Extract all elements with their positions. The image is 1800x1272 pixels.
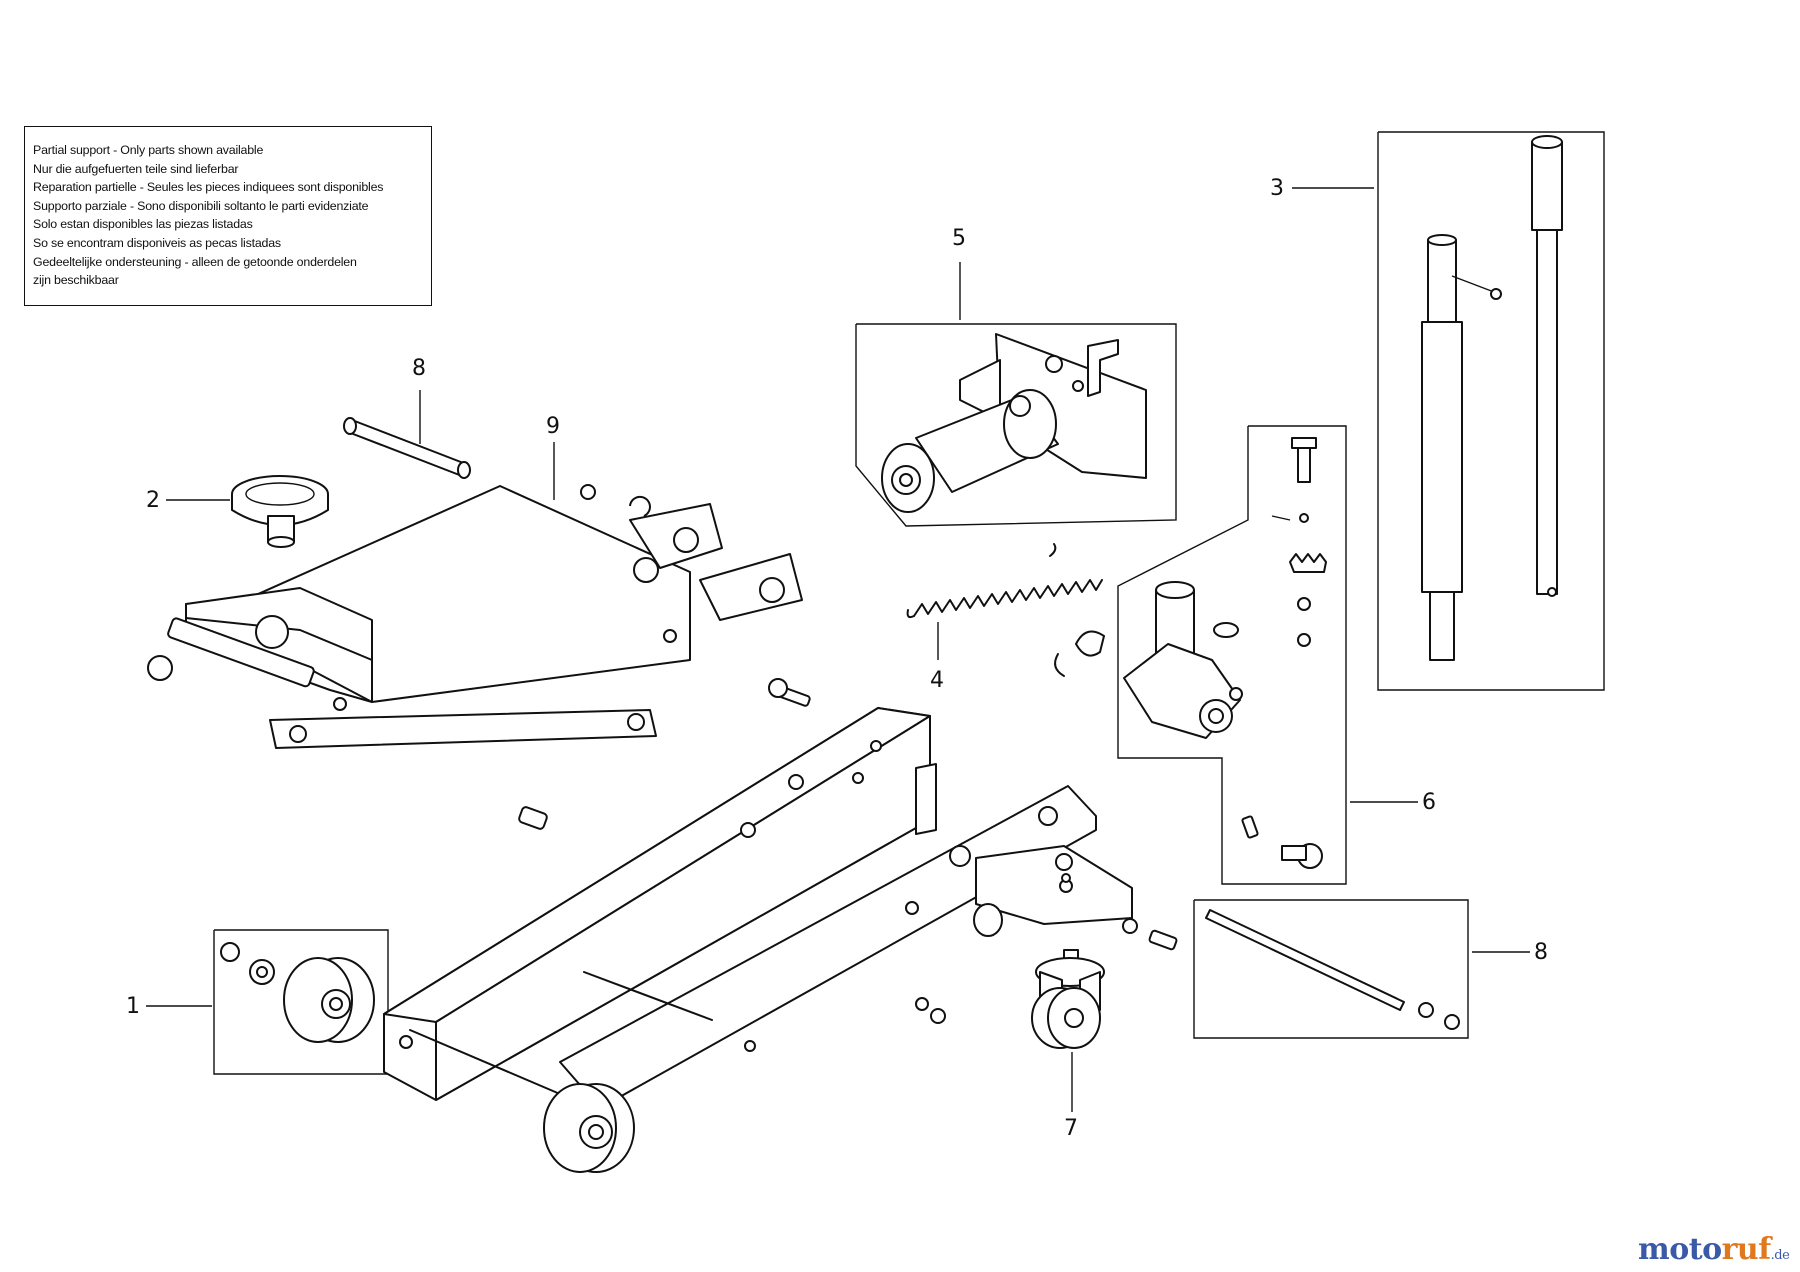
brand-name: motoruf bbox=[1638, 1232, 1771, 1267]
part-8-tie-rod bbox=[1193, 899, 1469, 1039]
notice-line: Nur die aufgefuerten teile sind lieferba… bbox=[33, 161, 239, 176]
loose-fasteners bbox=[518, 484, 1178, 1024]
notice-line: Gedeeltelijke ondersteuning - alleen de … bbox=[33, 254, 357, 269]
callout-9: 9 bbox=[546, 414, 560, 439]
notice-line: Solo estan disponibles las piezas listad… bbox=[33, 217, 253, 232]
notice-line: Partial support - Only parts shown avail… bbox=[33, 143, 264, 157]
availability-notice: Partial support - Only parts shown avail… bbox=[24, 126, 432, 306]
brand-name-part: moto bbox=[1638, 1232, 1722, 1267]
jack-chassis-frame bbox=[383, 707, 1133, 1173]
callout-1: 1 bbox=[126, 994, 140, 1019]
part-9-lifting-arm bbox=[147, 485, 803, 749]
notice-line: Supporto parziale - Sono disponibili sol… bbox=[33, 198, 369, 213]
callout-5: 5 bbox=[952, 226, 966, 251]
notice-line: So se encontram disponiveis as pecas lis… bbox=[33, 235, 281, 250]
callout-2: 2 bbox=[146, 488, 160, 513]
part-7-caster-wheel bbox=[1031, 949, 1105, 1049]
callout-4: 4 bbox=[930, 668, 944, 693]
brand-name-part: ruf bbox=[1721, 1232, 1772, 1267]
part-6-valve-assembly bbox=[1054, 425, 1347, 885]
notice-line: Reparation partielle - Seules les pieces… bbox=[33, 180, 384, 195]
notice-line: zijn beschikbaar bbox=[33, 273, 119, 288]
brand-suffix: .de bbox=[1770, 1248, 1790, 1263]
part-3-handle-kit bbox=[1377, 131, 1605, 691]
brand-watermark: motoruf.de bbox=[1638, 1232, 1790, 1267]
part-8-pin bbox=[343, 417, 471, 479]
callout-8-pin: 8 bbox=[412, 356, 426, 381]
part-1-roller-wheel-kit bbox=[213, 929, 389, 1075]
leader-lines bbox=[146, 187, 1530, 1112]
callout-8-rod: 8 bbox=[1534, 940, 1548, 965]
part-5-hydraulic-pump bbox=[855, 323, 1177, 527]
callout-7: 7 bbox=[1064, 1116, 1078, 1141]
part-4-spring bbox=[906, 543, 1103, 619]
callout-3: 3 bbox=[1270, 176, 1284, 201]
part-2-saddle bbox=[231, 475, 329, 548]
callout-6: 6 bbox=[1422, 790, 1436, 815]
